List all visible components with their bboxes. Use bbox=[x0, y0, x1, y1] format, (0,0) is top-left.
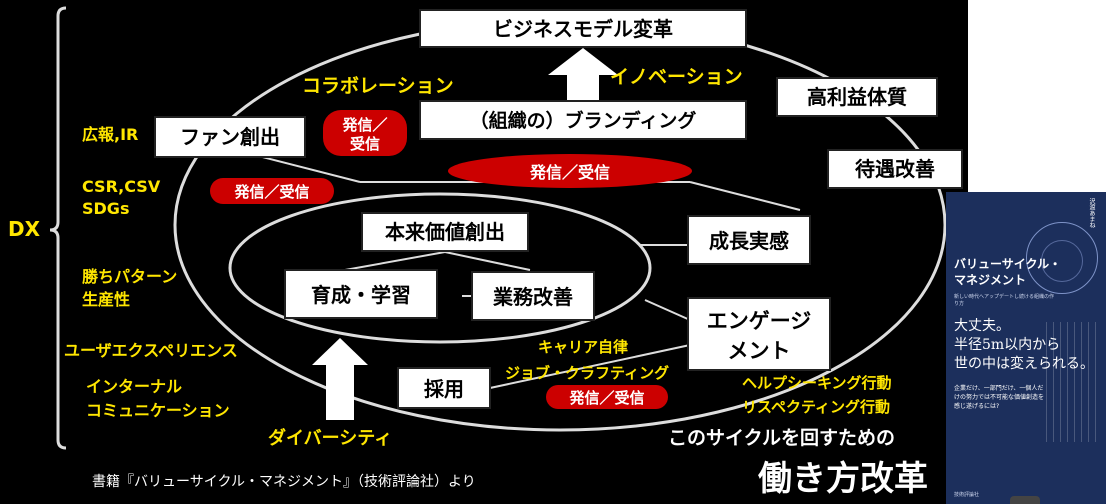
center-pill-text: 発信／受信 bbox=[529, 163, 610, 182]
diagram-canvas: DX ビジネスモデル変革 （組織の）ブランディング 発信／受信 ファン創出 発信… bbox=[0, 0, 968, 504]
left-pill-text: 発信／受信 bbox=[233, 183, 309, 201]
value-cycle-diagram: DX ビジネスモデル変革 （組織の）ブランディング 発信／受信 ファン創出 発信… bbox=[8, 6, 963, 499]
cover-circle-graphic bbox=[1026, 222, 1098, 294]
book-title-line2: マネジメント bbox=[954, 273, 1027, 287]
label-career: キャリア自律 bbox=[538, 338, 628, 356]
book-headline: 大丈夫。 半径5m以内から 世の中は変えられる。 bbox=[954, 317, 1094, 374]
center-pill bbox=[448, 154, 692, 188]
fan-pill-line2: 受信 bbox=[350, 135, 380, 153]
book-headline-line3: 世の中は変えられる。 bbox=[954, 356, 1094, 372]
cover-inner-circle-graphic bbox=[1041, 240, 1083, 282]
engagement-box bbox=[687, 297, 831, 371]
dx-label: DX bbox=[8, 217, 41, 241]
label-diversity: ダイバーシティ bbox=[268, 427, 392, 449]
book-author: 沢渡あまね bbox=[1088, 198, 1095, 228]
label-communication: コミュニケーション bbox=[86, 401, 230, 420]
value-box bbox=[361, 212, 529, 252]
cover-line-pattern bbox=[1046, 322, 1096, 442]
bottom-pill bbox=[546, 385, 668, 409]
label-job-crafting: ジョブ・クラフティング bbox=[505, 364, 669, 382]
engagement-text-2: メント bbox=[728, 339, 791, 363]
bottom-pill-text: 発信／受信 bbox=[568, 389, 644, 407]
fan-box bbox=[154, 116, 306, 158]
branding-box bbox=[419, 100, 747, 140]
engagement-text-1: エンゲージ bbox=[707, 309, 812, 333]
book-blurb: 企業だけ、一部門だけ、一個人だけの努力では不可能な価値創造を感じ遂げるには? bbox=[954, 385, 1045, 410]
profit-box bbox=[776, 77, 938, 117]
label-win-pattern: 勝ちパターン bbox=[82, 267, 177, 286]
value-text: 本来価値創出 bbox=[385, 220, 505, 244]
source-caption: 書籍『バリューサイクル・マネジメント』（技術評論社）より bbox=[92, 473, 476, 490]
training-box bbox=[284, 269, 438, 319]
business-model-text: ビジネスモデル変革 bbox=[493, 17, 673, 41]
profit-text: 高利益体質 bbox=[807, 85, 907, 109]
book-headline-line2: 半径5m以内から bbox=[954, 337, 1061, 353]
workstyle-caption: 働き方改革 bbox=[758, 459, 928, 499]
label-csr: CSR,CSV bbox=[82, 177, 161, 196]
fan-pill bbox=[323, 110, 407, 156]
label-ux: ユーザエクスペリエンス bbox=[64, 341, 238, 360]
up-arrow-top bbox=[548, 48, 618, 100]
label-sdgs: SDGs bbox=[82, 199, 129, 218]
dx-bracket bbox=[49, 6, 67, 450]
branding-text: （組織の）ブランディング bbox=[470, 109, 697, 132]
book-subtitle: 新しい時代へアップデートし続ける組織の作り方 bbox=[954, 294, 1055, 307]
book-publisher: 技術評論社 bbox=[954, 492, 980, 498]
fan-text: ファン創出 bbox=[180, 125, 280, 149]
book-title: バリューサイクル・ マネジメント bbox=[954, 256, 1061, 288]
label-help-seeking: ヘルプシーキング行動 bbox=[742, 374, 892, 392]
treatment-box bbox=[827, 149, 963, 189]
hiring-text: 採用 bbox=[424, 377, 464, 401]
inner-ellipse bbox=[228, 192, 652, 344]
cycle-caption: このサイクルを回すための bbox=[668, 427, 895, 449]
improvement-text: 業務改善 bbox=[493, 285, 573, 309]
book-headline-line1: 大丈夫。 bbox=[954, 318, 1010, 334]
label-pr-ir: 広報,IR bbox=[82, 125, 138, 144]
label-respecting: リスペクティング行動 bbox=[742, 398, 890, 416]
growth-text: 成長実感 bbox=[709, 229, 789, 253]
training-text: 育成・学習 bbox=[311, 283, 411, 307]
treatment-text: 待遇改善 bbox=[855, 157, 935, 181]
partial-logo-fragment bbox=[1010, 496, 1040, 504]
hiring-box bbox=[397, 367, 491, 409]
label-collaboration: コラボレーション bbox=[302, 75, 454, 97]
improvement-box bbox=[471, 271, 595, 321]
up-arrow-left bbox=[312, 338, 368, 420]
label-internal: インターナル bbox=[86, 377, 182, 396]
book-cover: 沢渡あまね バリューサイクル・ マネジメント 新しい時代へアップデートし続ける組… bbox=[946, 192, 1106, 504]
book-title-line1: バリューサイクル・ bbox=[954, 257, 1062, 271]
left-pill bbox=[210, 178, 334, 204]
business-model-box bbox=[419, 9, 747, 48]
label-innovation: イノベーション bbox=[610, 66, 743, 88]
growth-box bbox=[687, 215, 811, 265]
fan-pill-line1: 発信／ bbox=[341, 116, 387, 134]
label-productivity: 生産性 bbox=[82, 290, 130, 309]
